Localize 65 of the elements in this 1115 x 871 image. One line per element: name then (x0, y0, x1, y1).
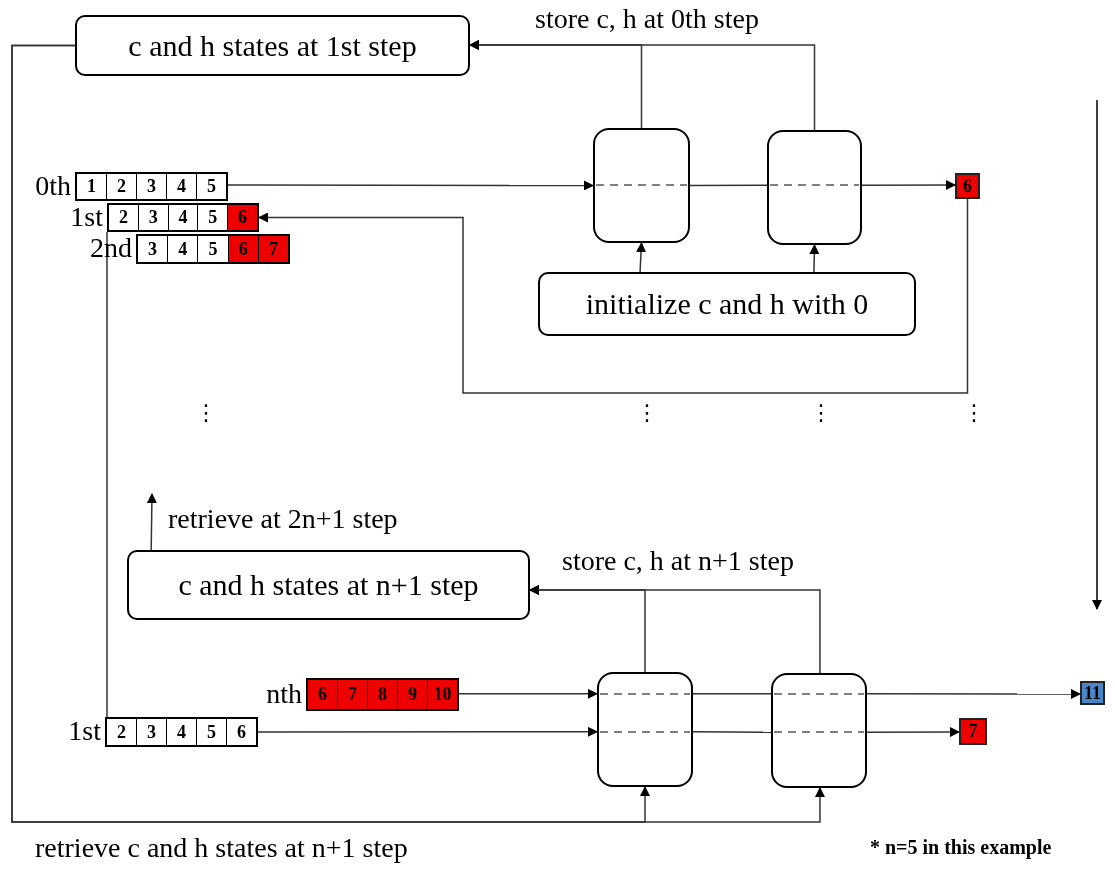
output-cell: 11 (1080, 681, 1105, 705)
output-cell: 7 (959, 718, 987, 745)
array-cell: 5 (197, 236, 228, 262)
connector-arrow (866, 688, 1081, 699)
vertical-ellipsis: ⋮ (195, 400, 217, 425)
array-cell: 5 (196, 719, 226, 745)
array-cell-text: 2 (117, 206, 129, 229)
number-array (105, 717, 258, 747)
row-label: nth (266, 677, 302, 710)
vertical-ellipsis: ⋮ (963, 400, 985, 425)
row-label: 1st (68, 715, 101, 747)
connector-line (689, 184, 768, 187)
array-cell: 4 (167, 236, 198, 262)
array-cell: 3 (137, 205, 168, 230)
row-label: 1st (70, 200, 103, 233)
lstm-cell-box (597, 672, 693, 787)
array-cell: 4 (166, 174, 196, 199)
connector-arrow (458, 688, 598, 699)
array-cell: 9 (397, 680, 427, 709)
array-cell: 3 (136, 719, 166, 745)
connector-arrow (469, 39, 816, 131)
connector-arrow (636, 242, 647, 273)
array-cell-text: 2 (116, 720, 127, 744)
output-cell: 6 (955, 173, 980, 199)
row-label: 0th (35, 169, 71, 202)
array-cell: 6 (227, 236, 258, 262)
connector-arrow (146, 493, 157, 551)
connector-line (692, 731, 772, 733)
array-cell: 4 (166, 719, 196, 745)
array-cell: 8 (367, 680, 397, 709)
array-cell: 6 (227, 205, 257, 230)
number-array (107, 203, 259, 232)
array-cell: 10 (427, 680, 457, 709)
array-cell: 3 (136, 174, 166, 199)
connector-arrow (861, 180, 956, 190)
connector-line (692, 692, 772, 695)
connector-arrow (809, 244, 820, 273)
footnote: * n=5 in this example (870, 836, 1052, 859)
connector-arrow (257, 726, 598, 737)
array-cell: 5 (196, 174, 226, 199)
connector-arrow (529, 584, 821, 674)
text-box: c and h states at 1st step (75, 15, 470, 76)
number-array (75, 172, 228, 201)
connector-line (106, 231, 108, 718)
array-cell: 6 (308, 680, 337, 709)
lstm-cell-box (767, 130, 862, 245)
array-cell: 7 (257, 236, 288, 262)
array-cell: 2 (106, 174, 136, 199)
lstm-cell-box (771, 673, 867, 788)
number-array (136, 234, 290, 264)
lstm-cell-box (593, 128, 690, 243)
array-cell: 7 (337, 680, 367, 709)
connector-arrow (866, 727, 960, 738)
text-box: c and h states at n+1 step (127, 550, 530, 620)
array-cell-text: 1 (86, 175, 97, 198)
number-array (306, 678, 459, 711)
text-box: initialize c and h with 0 (538, 272, 916, 336)
array-cell: 4 (167, 205, 198, 230)
vertical-ellipsis: ⋮ (810, 400, 832, 425)
vertical-ellipsis: ⋮ (636, 400, 658, 425)
connector-arrow (258, 198, 969, 394)
array-cell: 6 (226, 719, 256, 745)
connector-arrow (227, 180, 594, 191)
connector-arrow (11, 44, 825, 823)
array-cell-text: 3 (147, 237, 159, 261)
